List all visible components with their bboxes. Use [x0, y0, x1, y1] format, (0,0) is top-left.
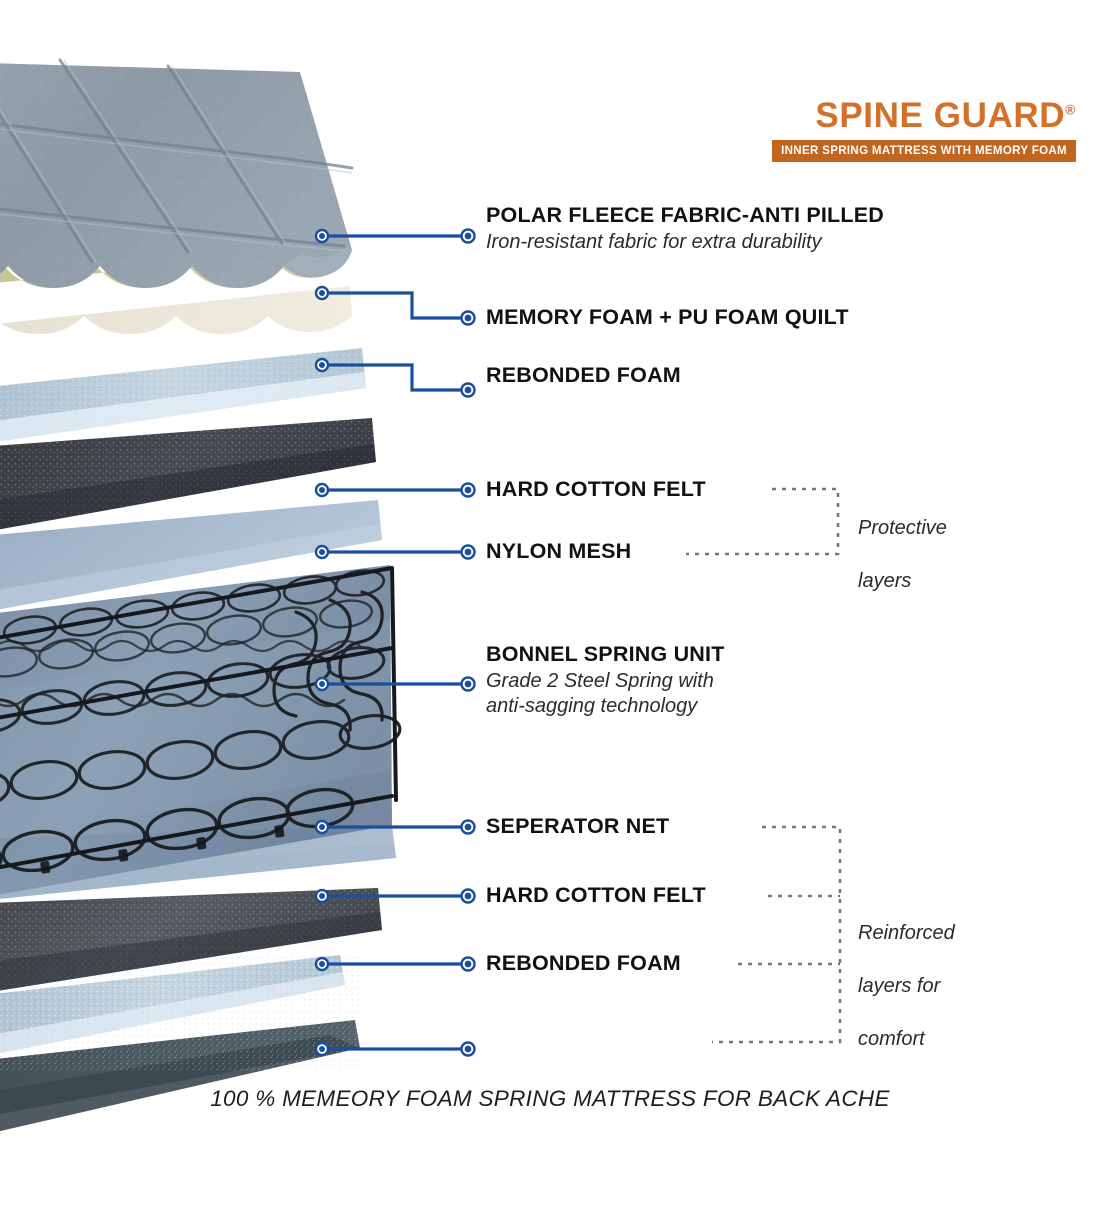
callout-title: MEMORY FOAM + PU FOAM QUILT — [486, 305, 849, 329]
callout-title: HARD COTTON FELT — [486, 477, 706, 501]
group-note-line1: Reinforced — [858, 922, 955, 945]
group-note-protective-layers: Protective layers — [858, 489, 947, 621]
callout-title: HARD COTTON FELT — [486, 883, 706, 907]
brand-name-text: SPINE GUARD — [815, 96, 1066, 135]
callout-hard-cotton-felt-bottom: HARD COTTON FELT — [486, 883, 706, 908]
callout-title: SEPERATOR NET — [486, 814, 670, 838]
group-note-line2: layers — [858, 570, 912, 593]
group-note-line3: comfort — [858, 1027, 925, 1050]
callout-title: REBONDED FOAM — [486, 363, 681, 387]
callout-title: NYLON MESH — [486, 539, 632, 563]
callout-nylon-mesh: NYLON MESH — [486, 539, 631, 564]
callout-seperator-net: SEPERATOR NET — [486, 814, 669, 839]
group-note-line1: Protective — [858, 517, 947, 540]
callout-rebonded-foam-top: REBONDED FOAM — [486, 363, 681, 388]
mattress-cutaway-illustration — [0, 0, 470, 1145]
callout-bonnel-spring-unit: BONNEL SPRING UNIT Grade 2 Steel Spring … — [486, 642, 725, 720]
brand-logo: SPINE GUARD® INNER SPRING MATTRESS WITH … — [772, 98, 1076, 162]
bottom-caption: 100 % MEMEORY FOAM SPRING MATTRESS FOR B… — [210, 1086, 890, 1111]
callout-subtitle-line2: anti-sagging technology — [486, 695, 698, 718]
callout-memory-foam: MEMORY FOAM + PU FOAM QUILT — [486, 305, 849, 330]
callout-title: BONNEL SPRING UNIT — [486, 642, 725, 666]
callout-subtitle-line1: Grade 2 Steel Spring with — [486, 669, 714, 692]
callout-rebonded-foam-bottom: REBONDED FOAM — [486, 951, 681, 976]
registered-trademark-icon: ® — [1065, 101, 1076, 118]
bracket-reinforced-layers — [712, 825, 842, 1044]
group-note-line2: layers for — [858, 975, 941, 998]
bracket-protective-layers — [686, 487, 840, 556]
callout-subtitle: Iron-resistant fabric for extra durabili… — [486, 230, 822, 253]
brand-tagline: INNER SPRING MATTRESS WITH MEMORY FOAM — [772, 140, 1076, 162]
callout-hard-cotton-felt-top: HARD COTTON FELT — [486, 477, 706, 502]
callout-polar-fleece: POLAR FLEECE FABRIC-ANTI PILLED Iron-res… — [486, 203, 884, 255]
callout-title: POLAR FLEECE FABRIC-ANTI PILLED — [486, 203, 884, 227]
brand-name: SPINE GUARD® — [772, 98, 1076, 133]
group-note-reinforced-layers: Reinforced layers for comfort — [858, 894, 955, 1079]
callout-title: REBONDED FOAM — [486, 951, 681, 975]
